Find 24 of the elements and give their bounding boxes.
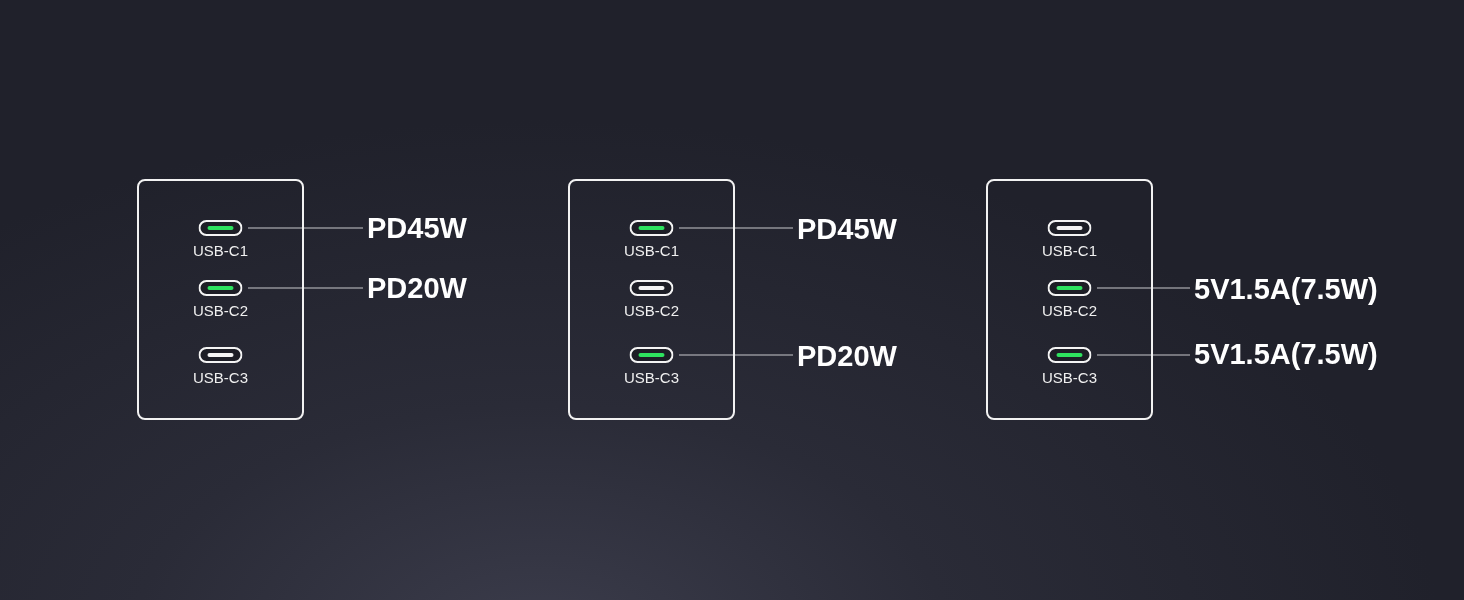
power-rating: PD45W [797,212,897,246]
power-rating: 5V1.5A(7.5W) [1194,337,1378,371]
leader-line [678,227,794,229]
port-label: USB-C1 [624,242,679,259]
port-label: USB-C2 [1042,302,1097,319]
port-label: USB-C2 [193,302,248,319]
charger-outline [986,179,1153,420]
charger-outline [137,179,304,420]
port-label: USB-C3 [1042,369,1097,386]
charger-outline [568,179,735,420]
port-label: USB-C1 [1042,242,1097,259]
port-label: USB-C1 [193,242,248,259]
power-rating: PD20W [797,339,897,373]
port-label: USB-C2 [624,302,679,319]
leader-line [247,287,364,289]
power-rating: PD45W [367,211,467,245]
port-label: USB-C3 [193,369,248,386]
port-label: USB-C3 [624,369,679,386]
leader-line [678,354,794,356]
leader-line [247,227,364,229]
power-rating: 5V1.5A(7.5W) [1194,272,1378,306]
leader-line [1096,287,1191,289]
power-rating: PD20W [367,271,467,305]
leader-line [1096,354,1191,356]
